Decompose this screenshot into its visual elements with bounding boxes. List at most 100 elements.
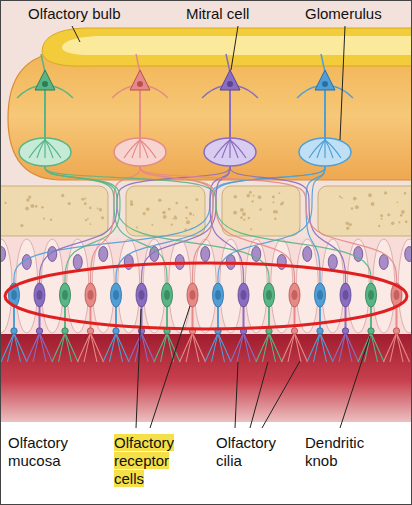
receptor-cell-body <box>136 283 147 307</box>
dendritic-knob <box>113 328 119 334</box>
olfactory-cilium <box>212 333 219 362</box>
bone-pore <box>186 220 190 224</box>
part-label: Dendritic knob <box>305 434 364 469</box>
olfactory-cilium <box>390 333 397 362</box>
olfactory-cilium <box>371 333 384 362</box>
dendrite-tuft <box>29 140 45 158</box>
bone-pore <box>387 213 390 216</box>
bone-pore <box>189 212 192 215</box>
bone-pore <box>162 211 166 215</box>
bone-pore <box>339 196 341 198</box>
bone-pore <box>397 201 399 203</box>
dendritic-knob <box>36 328 42 334</box>
supporting-cell <box>296 239 318 333</box>
bone-pore <box>99 208 102 211</box>
bone-pore <box>172 218 174 220</box>
olfactory-cilium <box>320 333 333 362</box>
label-holder: Dendritic knob <box>305 434 385 470</box>
supporting-cell-nucleus <box>277 255 286 270</box>
bone-pore <box>68 202 71 205</box>
bone-pore <box>50 219 52 221</box>
dendritic-knob <box>291 328 297 334</box>
olfactory-cilium <box>65 333 72 362</box>
dendritic-knob <box>393 328 399 334</box>
dendrite-tuft <box>229 140 230 158</box>
label-holder: Mitral cell <box>186 5 249 23</box>
leader-line <box>250 362 268 428</box>
receptor-axon <box>140 166 397 284</box>
dendritic-knob <box>317 328 323 334</box>
olfactory-cilium <box>320 333 327 362</box>
bone-pore <box>272 195 275 198</box>
receptor-axon <box>142 166 231 284</box>
cribriform-plate <box>0 186 108 236</box>
dendrite-tuft <box>45 140 61 158</box>
bone-pore <box>143 212 146 215</box>
bone-pore <box>130 200 133 203</box>
olfactory-cilium <box>339 333 346 362</box>
mitral-cell-body <box>220 70 240 90</box>
bone-pore <box>251 200 253 202</box>
bone-pore <box>193 214 195 216</box>
olfactory-cilium <box>218 333 231 362</box>
dendrite-tuft <box>222 140 230 158</box>
cribriform-plate <box>318 186 412 236</box>
olfactory-cilium <box>78 333 91 362</box>
bone-pore <box>89 207 92 210</box>
olfactory-cilium <box>59 333 66 362</box>
receptor-cell-body <box>238 283 249 307</box>
olfactory-cilium <box>231 333 244 362</box>
dendrite-tuft <box>325 140 341 158</box>
receptor-nucleus <box>266 290 272 300</box>
label-holder: Olfactory cilia <box>216 434 288 470</box>
glomerulus <box>114 138 166 166</box>
olfactory-cilium <box>397 333 404 362</box>
olfactory-cilium <box>295 333 302 362</box>
olfactory-cilium <box>346 333 353 362</box>
mitral-lateral-dendrite <box>17 86 38 98</box>
receptor-nucleus <box>88 290 94 300</box>
label-holder: Olfactory mucosa <box>8 434 98 470</box>
bone-pore <box>248 217 250 219</box>
mitral-lateral-dendrite <box>237 86 258 98</box>
mitral-nucleus <box>42 81 48 87</box>
mitral-lateral-dendrite <box>52 86 73 98</box>
mitral-nucleus <box>227 81 233 87</box>
receptor-cell-body <box>289 283 300 307</box>
glomerulus <box>299 138 351 166</box>
supporting-cell <box>16 239 38 333</box>
mitral-lateral-dendrite <box>147 86 168 98</box>
bone-pore <box>404 192 407 195</box>
olfactory-cilium <box>314 333 321 362</box>
olfactory-cilium <box>269 333 282 362</box>
receptor-nucleus <box>292 290 298 300</box>
mitral-nucleus <box>322 81 328 87</box>
receptor-dendrite <box>13 305 15 330</box>
bone-pore <box>273 201 275 203</box>
bone-pore <box>234 195 237 198</box>
bone-pore <box>4 202 6 204</box>
dendrite-tuft <box>214 140 230 158</box>
bone-pore <box>353 197 357 201</box>
olfactory-cilium <box>256 333 269 362</box>
receptor-axon <box>140 166 295 284</box>
bone-pore <box>259 208 261 210</box>
dendrite-tuft <box>132 140 140 158</box>
bone-pore <box>275 210 278 213</box>
receptor-nucleus <box>317 290 323 300</box>
olfactory-cilium <box>371 333 378 362</box>
olfactory-cilium <box>244 333 257 362</box>
dendrite-tuft <box>140 140 156 158</box>
dendritic-knob <box>11 328 17 334</box>
bone-pore <box>30 204 34 208</box>
leader-line <box>231 26 238 70</box>
dendrite-tuft <box>230 140 246 158</box>
bone-pore <box>185 217 187 219</box>
bone-pore <box>26 198 29 201</box>
supporting-cell <box>143 239 165 333</box>
olfactory-cilium <box>333 333 346 362</box>
bulb-surface-highlight <box>62 36 412 55</box>
label-holder: Olfactory receptor cells <box>114 434 194 488</box>
receptor-cell-body <box>366 283 377 307</box>
bone-pore <box>253 195 255 197</box>
